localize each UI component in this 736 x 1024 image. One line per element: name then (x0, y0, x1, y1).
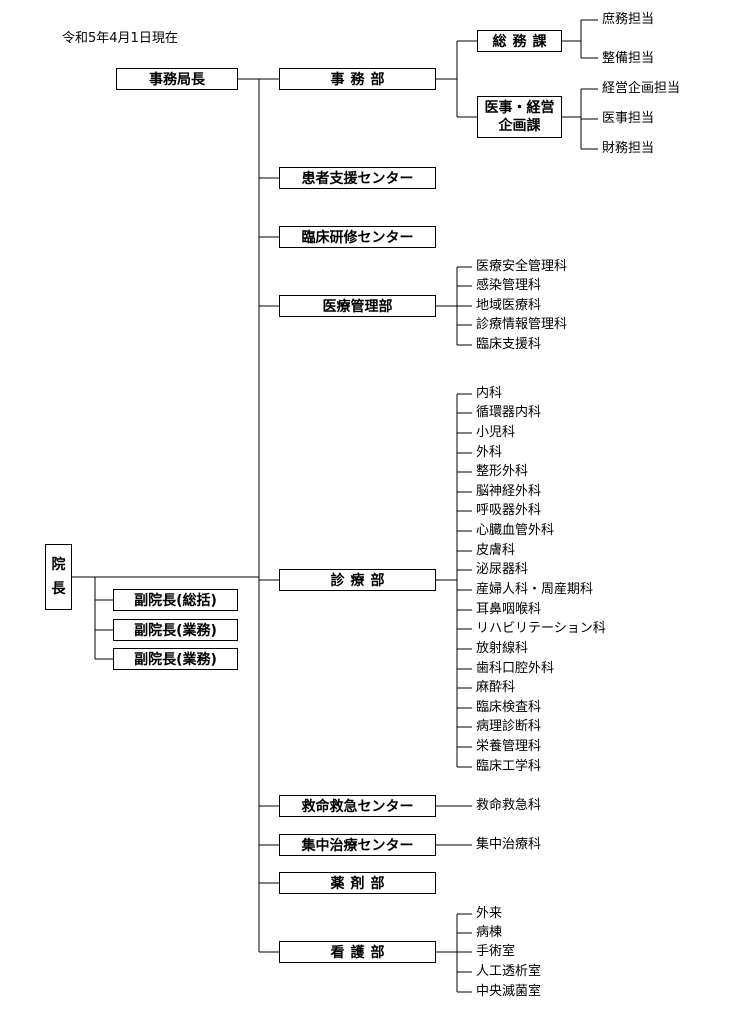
unit-label: 手術室 (476, 944, 516, 959)
staff-label: 医事担当 (602, 111, 655, 126)
division-label: 病理診断科 (476, 719, 542, 734)
director-char-1: 院 (51, 557, 66, 573)
as-of-date: 令和5年4月1日現在 (62, 31, 178, 46)
division-label: 内科 (476, 386, 503, 401)
division-label: 外科 (476, 445, 503, 460)
unit-label: 病棟 (476, 925, 503, 940)
staff-label: 庶務担当 (602, 12, 655, 27)
nursing-dept-box: 看護部 (279, 941, 436, 963)
unit-label: 中央滅菌室 (476, 984, 542, 999)
clinical-dept-box: 診療部 (279, 569, 436, 591)
medical-planning-line-2: 企画課 (498, 118, 541, 134)
division-label: 心臓血管外科 (476, 523, 555, 538)
division-label: 循環器内科 (476, 405, 542, 420)
division-label: 放射線科 (476, 641, 529, 656)
medical-planning-line-1: 医事・経営 (484, 100, 555, 116)
medical-planning-section-box: 医事・経営 企画課 (477, 96, 562, 138)
staff-label: 整備担当 (602, 51, 655, 66)
division-label: 臨床工学科 (476, 759, 542, 774)
division-label: 泌尿器科 (476, 562, 529, 577)
medical-management-dept-box: 医療管理部 (279, 295, 436, 317)
emergency-center-box: 救命救急センター (279, 795, 436, 817)
intensive-care-center-box: 集中治療センター (279, 834, 436, 856)
division-label: 耳鼻咽喉科 (476, 602, 542, 617)
general-affairs-section-box: 総務課 (477, 30, 562, 52)
division-label: 小児科 (476, 425, 516, 440)
division-label: 栄養管理科 (476, 739, 542, 754)
division-label: 臨床検査科 (476, 700, 542, 715)
division-label: リハビリテーション科 (476, 621, 606, 636)
division-label: 脳神経外科 (476, 484, 542, 499)
division-label: 麻酔科 (476, 680, 516, 695)
director-box: 院 長 (45, 544, 72, 610)
division-label: 診療情報管理科 (476, 317, 568, 332)
director-char-2: 長 (51, 581, 66, 597)
clinical-training-center-box: 臨床研修センター (279, 226, 436, 248)
division-label: 整形外科 (476, 464, 529, 479)
division-label: 集中治療科 (476, 837, 542, 852)
staff-label: 経営企画担当 (602, 81, 681, 96)
division-label: 歯科口腔外科 (476, 661, 555, 676)
unit-label: 外来 (476, 906, 503, 921)
vice-director-box: 副院長(業務) (113, 648, 238, 670)
division-label: 呼吸器外科 (476, 503, 542, 518)
division-label: 臨床支援科 (476, 337, 542, 352)
admin-dept-box: 事務部 (279, 68, 436, 90)
vice-director-box: 副院長(総括) (113, 589, 238, 611)
secretary-general-box: 事務局長 (116, 68, 238, 90)
division-label: 感染管理科 (476, 278, 542, 293)
unit-label: 人工透析室 (476, 964, 542, 979)
pharmacy-dept-box: 薬剤部 (279, 872, 436, 894)
division-label: 皮膚科 (476, 543, 516, 558)
division-label: 産婦人科・周産期科 (476, 582, 594, 597)
division-label: 救命救急科 (476, 798, 542, 813)
staff-label: 財務担当 (602, 141, 655, 156)
patient-support-center-box: 患者支援センター (279, 167, 436, 189)
division-label: 地域医療科 (476, 298, 542, 313)
division-label: 医療安全管理科 (476, 259, 568, 274)
vice-director-box: 副院長(業務) (113, 619, 238, 641)
